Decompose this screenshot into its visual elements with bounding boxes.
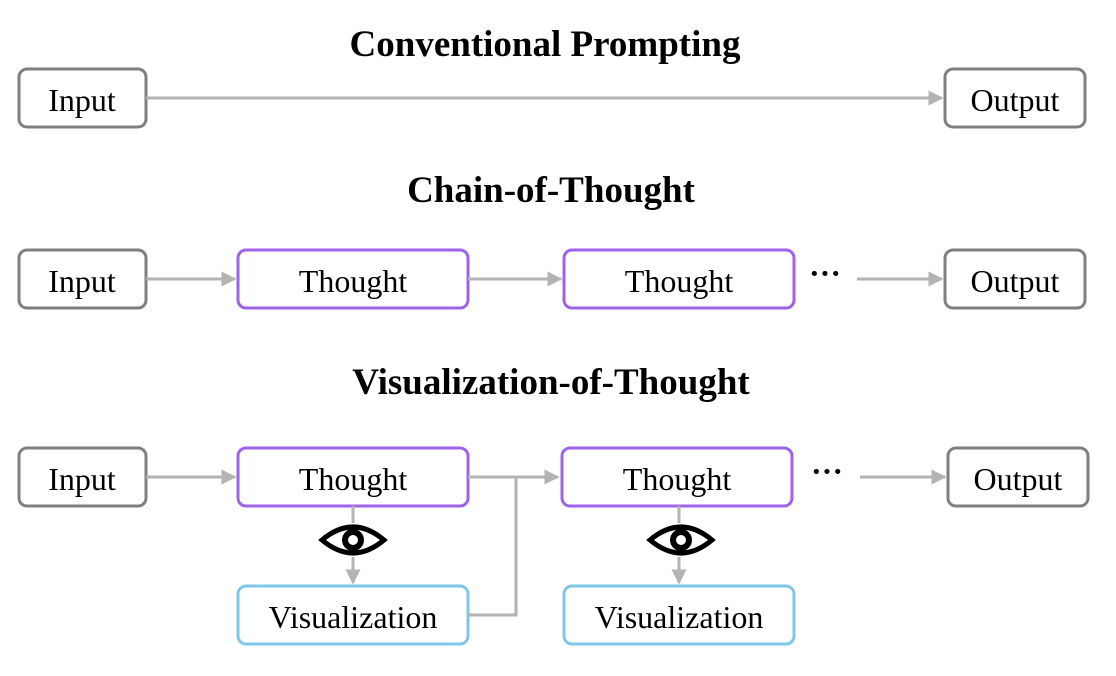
visualization-of-thought-section: Visualization-of-Thought Input Thought V… xyxy=(17,362,1090,646)
thought-box xyxy=(560,446,794,508)
chain-of-thought-title: Chain-of-Thought xyxy=(407,170,696,211)
output-box xyxy=(943,248,1087,310)
conventional-prompting-section: Conventional Prompting Input Output xyxy=(17,24,1087,129)
thought-box xyxy=(562,248,796,310)
ellipsis: ··· xyxy=(809,255,841,291)
input-label: Input xyxy=(48,82,116,118)
output-box xyxy=(943,67,1087,129)
output-label: Output xyxy=(974,461,1063,497)
thought-label: Thought xyxy=(623,461,732,497)
output-box xyxy=(946,446,1090,508)
ellipsis: ··· xyxy=(811,453,843,489)
visualization-label: Visualization xyxy=(269,599,438,635)
output-label: Output xyxy=(971,82,1060,118)
visualization-box xyxy=(562,584,796,646)
eye-icon xyxy=(646,524,716,556)
input-label: Input xyxy=(48,461,116,497)
input-label: Input xyxy=(48,263,116,299)
output-label: Output xyxy=(971,263,1060,299)
thought-label: Thought xyxy=(625,263,734,299)
connector-visualization-to-merge xyxy=(468,477,518,617)
thought-label: Thought xyxy=(299,461,408,497)
chain-of-thought-section: Chain-of-Thought Input Thought Thought ·… xyxy=(17,170,1087,310)
visualization-of-thought-title: Visualization-of-Thought xyxy=(352,362,750,403)
conventional-prompting-title: Conventional Prompting xyxy=(350,24,741,65)
visualization-label: Visualization xyxy=(595,599,764,635)
thought-label: Thought xyxy=(299,263,408,299)
eye-icon xyxy=(318,524,388,556)
